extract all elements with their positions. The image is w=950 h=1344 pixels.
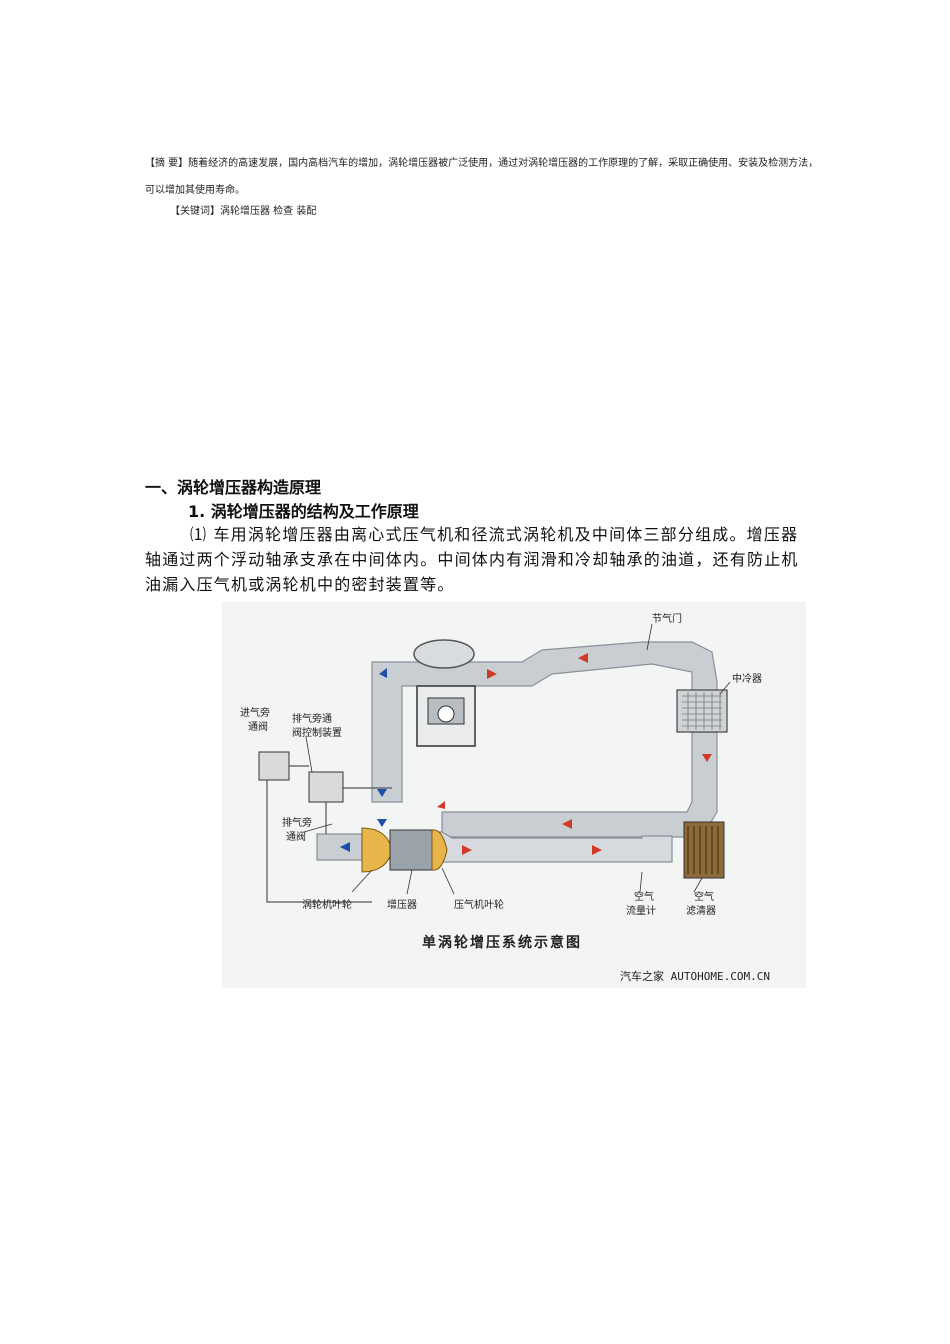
abstract: 【摘 要】随着经济的高速发展，国内高档汽车的增加，涡轮增压器被广泛使用，通过对涡…	[145, 158, 819, 196]
arrow-icon	[592, 845, 602, 855]
figure-watermark: 汽车之家 AUTOHOME.COM.CN	[620, 969, 770, 983]
turbo-system-diagram: 节气门 中冷器 进气旁 通阀 排气旁通 阀控制装置 排气旁 通阀 涡轮机叶轮 增…	[222, 602, 806, 988]
exhaust-arrows	[340, 668, 387, 852]
label-airflow-meter-1: 空气	[634, 890, 654, 903]
label-wastegate-ctrl-2: 阀控制装置	[292, 726, 342, 739]
arrow-icon	[437, 801, 445, 809]
label-turbocharger: 增压器	[387, 898, 417, 911]
label-airflow-meter-2: 流量计	[626, 904, 656, 917]
label-exhaust-bypass-1: 排气旁	[282, 816, 312, 829]
arrow-icon	[487, 669, 497, 679]
arrow-icon	[562, 819, 572, 829]
label-air-filter-1: 空气	[694, 890, 714, 903]
exhaust-pipe	[316, 833, 363, 861]
label-exhaust-bypass-2: 通阀	[286, 830, 306, 843]
keywords: 【关键词】涡轮增压器 检查 装配	[170, 206, 317, 217]
engine-cylinder	[413, 639, 476, 747]
air-filter-cap-icon	[413, 639, 475, 669]
crank-pin-icon	[437, 705, 455, 723]
arrow-icon	[462, 845, 472, 855]
intake-bypass-valve-icon	[258, 751, 290, 781]
turbo-center-housing	[389, 829, 433, 871]
intake-arrows	[437, 653, 712, 855]
arrow-icon	[340, 842, 350, 852]
arrow-icon	[377, 819, 387, 827]
label-intercooler: 中冷器	[732, 672, 762, 685]
arrow-icon	[578, 653, 588, 663]
figure-title: 单涡轮增压系统示意图	[422, 934, 582, 951]
vacuum-lines	[266, 765, 392, 903]
subsection-heading: 1. 涡轮增压器的结构及工作原理	[188, 502, 419, 521]
label-compressor-wheel: 压气机叶轮	[454, 898, 504, 911]
wastegate-actuator-icon	[308, 771, 344, 803]
section-heading: 一、涡轮增压器构造原理	[145, 478, 322, 497]
air-filter-icon	[683, 821, 725, 879]
label-air-filter-2: 滤清器	[686, 904, 716, 917]
label-wastegate-ctrl-1: 排气旁通	[292, 712, 332, 725]
label-throttle: 节气门	[652, 612, 682, 625]
intercooler-icon	[676, 689, 728, 733]
label-intake-bypass-1: 进气旁	[240, 706, 270, 719]
label-turbine-wheel: 涡轮机叶轮	[302, 898, 352, 911]
body-paragraph: ⑴ 车用涡轮增压器由离心式压气机和径流式涡轮机及中间体三部分组成。增压器轴通过两…	[145, 525, 799, 594]
label-intake-bypass-2: 通阀	[248, 720, 268, 733]
compressor-wheel-icon	[431, 829, 448, 871]
arrow-icon	[379, 668, 387, 678]
arrow-icon	[702, 754, 712, 762]
arrow-icon	[377, 789, 387, 797]
turbocharger-icon	[361, 827, 448, 873]
